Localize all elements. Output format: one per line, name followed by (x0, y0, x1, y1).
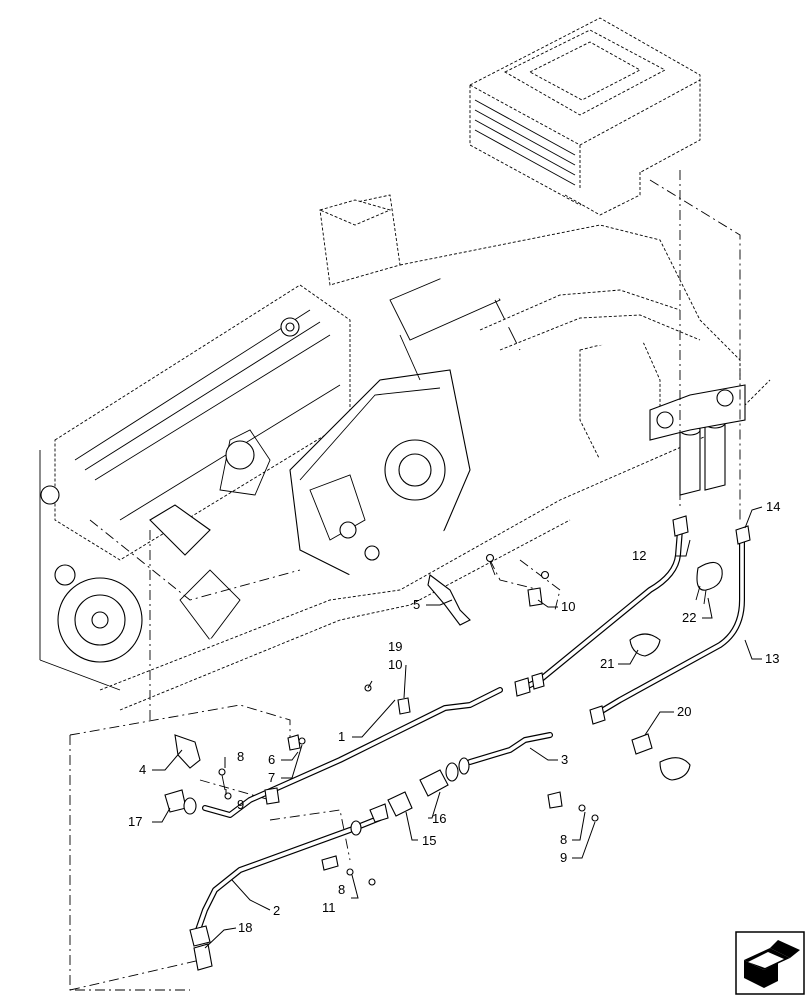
callout-10-upper: 10 (561, 599, 575, 614)
callout-16: 16 (432, 811, 446, 826)
control-module (469, 17, 701, 216)
engine-block (39, 284, 351, 691)
filter-assembly (649, 384, 746, 496)
tube-13 (597, 537, 745, 715)
transmission-housing (289, 261, 521, 581)
callout-10-lower: 10 (388, 657, 402, 672)
callout-22: 22 (682, 610, 696, 625)
tube-1 (202, 687, 503, 818)
callout-8-left: 8 (237, 749, 244, 764)
callout-9-left: 9 (237, 797, 244, 812)
callout-20: 20 (677, 704, 691, 719)
arrow-navigation-icon[interactable] (735, 931, 805, 995)
tube-3 (467, 732, 553, 765)
leader-lines (152, 506, 763, 949)
callout-1: 1 (338, 729, 345, 744)
fittings (164, 515, 751, 971)
callout-8-right: 8 (560, 832, 567, 847)
callout-21: 21 (600, 656, 614, 671)
callout-15: 15 (422, 833, 436, 848)
frame-rails (99, 194, 771, 711)
assembly-guides (69, 170, 741, 991)
callout-13: 13 (765, 651, 779, 666)
callout-19: 19 (388, 639, 402, 654)
callout-2: 2 (273, 903, 280, 918)
callout-12: 12 (632, 548, 646, 563)
callout-6: 6 (268, 752, 275, 767)
callout-4: 4 (139, 762, 146, 777)
callout-7: 7 (268, 770, 275, 785)
callout-14: 14 (766, 499, 780, 514)
callout-labels: 1 2 3 4 5 6 7 8 8 8 9 9 10 10 11 12 13 1… (128, 499, 780, 935)
callout-18: 18 (238, 920, 252, 935)
callout-17: 17 (128, 814, 142, 829)
callout-8-bottom: 8 (338, 882, 345, 897)
callout-5: 5 (413, 597, 420, 612)
callout-3: 3 (561, 752, 568, 767)
callout-9-right: 9 (560, 850, 567, 865)
callout-11: 11 (322, 900, 336, 915)
